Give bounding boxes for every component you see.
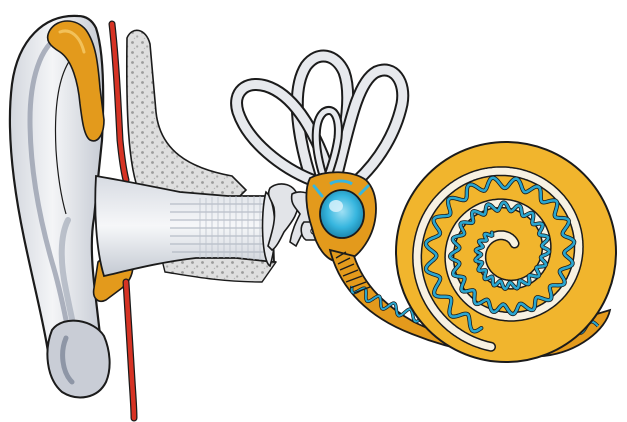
vestibule — [306, 172, 376, 262]
cochlea — [396, 142, 616, 362]
semicircular-canals — [237, 56, 403, 182]
